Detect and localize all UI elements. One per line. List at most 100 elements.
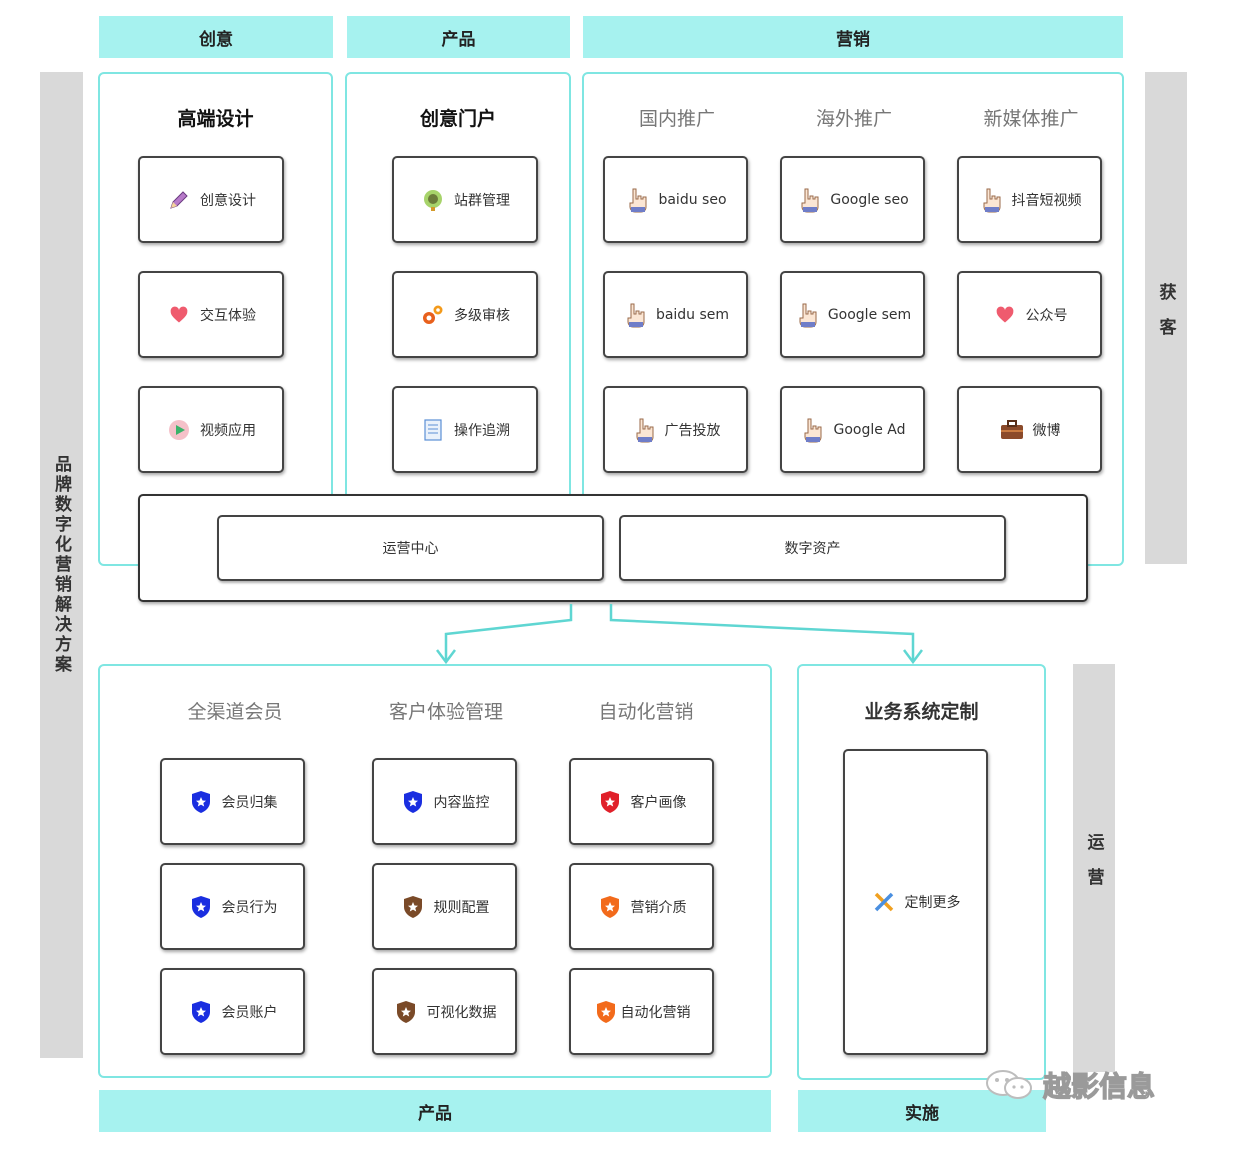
card-label: 营销介质 [630, 899, 687, 916]
card-google-sem[interactable]: Google sem [780, 271, 925, 358]
heart-icon [166, 302, 192, 328]
digital-assets-label: 数字资产 [784, 541, 841, 557]
card-label: 会员归集 [221, 794, 278, 811]
card-label: 抖音短视频 [1011, 192, 1082, 209]
pencil-icon [166, 187, 192, 213]
right-sidebar-acquire-label: 获客 [1155, 283, 1176, 353]
left-sidebar-label: 品牌数字化营销解决方案 [51, 455, 71, 675]
card-baidu-seo[interactable]: baidu seo [603, 156, 748, 243]
card-label: 客户画像 [630, 794, 687, 811]
hand-pointer-icon [799, 417, 825, 443]
footer-implementation-label: 实施 [905, 1103, 939, 1124]
badge-star-icon [400, 894, 426, 920]
card-trace[interactable]: 操作追溯 [392, 386, 538, 473]
heart-icon [992, 302, 1018, 328]
product-panel-title: 创意门户 [419, 108, 496, 130]
card-customer-portrait[interactable]: 客户画像 [569, 758, 714, 845]
header-marketing: 营销 [583, 16, 1123, 58]
card-visual-data[interactable]: 可视化数据 [372, 968, 517, 1055]
hand-pointer-icon [794, 302, 820, 328]
card-label: Google seo [830, 191, 909, 208]
card-google-seo[interactable]: Google seo [780, 156, 925, 243]
digital-assets-box[interactable]: 数字资产 [619, 515, 1006, 581]
tools-icon [871, 889, 897, 915]
header-product: 产品 [347, 16, 570, 58]
card-rule-config[interactable]: 规则配置 [372, 863, 517, 950]
card-label: 定制更多 [904, 895, 961, 911]
card-content-monitor[interactable]: 内容监控 [372, 758, 517, 845]
hand-pointer-icon [978, 187, 1004, 213]
card-auto-marketing[interactable]: 自动化营销 [569, 968, 714, 1055]
header-marketing-label: 营销 [836, 29, 870, 50]
wechat-icon [985, 1069, 1037, 1101]
card-label: 视频应用 [200, 422, 256, 439]
gears-icon [420, 302, 446, 328]
hand-pointer-icon [796, 187, 822, 213]
card-douyin[interactable]: 抖音短视频 [957, 156, 1102, 243]
hand-pointer-icon [622, 302, 648, 328]
card-multi-review[interactable]: 多级审核 [392, 271, 538, 358]
card-label: baidu seo [658, 191, 727, 208]
briefcase-icon [999, 417, 1025, 443]
globe-icon [420, 187, 446, 213]
header-creative-label: 创意 [199, 29, 233, 50]
card-label: 可视化数据 [426, 1004, 497, 1021]
header-product-label: 产品 [441, 29, 476, 50]
card-site-group[interactable]: 站群管理 [392, 156, 538, 243]
watermark: 越影信息 [985, 1064, 1175, 1106]
marketing-title-newmedia: 新媒体推广 [983, 108, 1079, 130]
card-weibo[interactable]: 微博 [957, 386, 1102, 473]
badge-star-icon [400, 789, 426, 815]
card-member-behavior[interactable]: 会员行为 [160, 863, 305, 950]
ops-center-box[interactable]: 运营中心 [217, 515, 604, 581]
card-label: 操作追溯 [454, 422, 510, 439]
card-ads[interactable]: 广告投放 [603, 386, 748, 473]
card-label: Google sem [827, 306, 912, 323]
card-creative-design[interactable]: 创意设计 [138, 156, 284, 243]
card-interaction[interactable]: 交互体验 [138, 271, 284, 358]
card-label: 会员行为 [221, 899, 278, 916]
card-member-account[interactable]: 会员账户 [160, 968, 305, 1055]
card-wechat-official[interactable]: 公众号 [957, 271, 1102, 358]
card-label: 自动化营销 [620, 1004, 691, 1021]
badge-star-icon [188, 999, 214, 1025]
card-label: 站群管理 [454, 192, 510, 209]
watermark-text: 越影信息 [1042, 1069, 1156, 1103]
right-sidebar-operate: 运营 [1073, 664, 1115, 1072]
card-label: Google Ad [833, 421, 906, 438]
badge-star-icon [188, 789, 214, 815]
card-label: 会员账户 [221, 1004, 278, 1021]
ops-center-label: 运营中心 [382, 541, 439, 557]
marketing-title-overseas: 海外推广 [815, 108, 892, 130]
right-sidebar-acquire: 获客 [1145, 72, 1187, 564]
right-sidebar-operate-label: 运营 [1083, 833, 1104, 903]
card-member-collect[interactable]: 会员归集 [160, 758, 305, 845]
card-baidu-sem[interactable]: baidu sem [603, 271, 748, 358]
card-marketing-media[interactable]: 营销介质 [569, 863, 714, 950]
badge-star-icon [593, 999, 619, 1025]
bottom-right-title: 业务系统定制 [864, 701, 979, 723]
badge-star-icon [188, 894, 214, 920]
document-icon [420, 417, 446, 443]
bottom-title-cx: 客户体验管理 [388, 701, 503, 723]
left-sidebar: 品牌数字化营销解决方案 [40, 72, 83, 1058]
header-creative: 创意 [99, 16, 333, 58]
card-google-ad[interactable]: Google Ad [780, 386, 925, 473]
card-label: 内容监控 [433, 794, 490, 811]
card-label: 公众号 [1025, 307, 1068, 324]
card-label: 微博 [1032, 422, 1061, 439]
footer-product-label: 产品 [418, 1103, 452, 1124]
card-label: 规则配置 [433, 899, 490, 916]
bottom-title-omnichannel: 全渠道会员 [187, 701, 283, 723]
card-label: 创意设计 [200, 192, 256, 209]
marketing-title-domestic: 国内推广 [638, 108, 715, 130]
badge-star-icon [393, 999, 419, 1025]
bottom-title-automation: 自动化营销 [598, 701, 694, 723]
arrow-left-connector [444, 604, 573, 660]
card-label: baidu sem [655, 306, 730, 323]
hand-pointer-icon [631, 417, 657, 443]
card-video[interactable]: 视频应用 [138, 386, 284, 473]
card-custom-more[interactable]: 定制更多 [843, 749, 988, 1055]
card-label: 交互体验 [200, 307, 256, 324]
